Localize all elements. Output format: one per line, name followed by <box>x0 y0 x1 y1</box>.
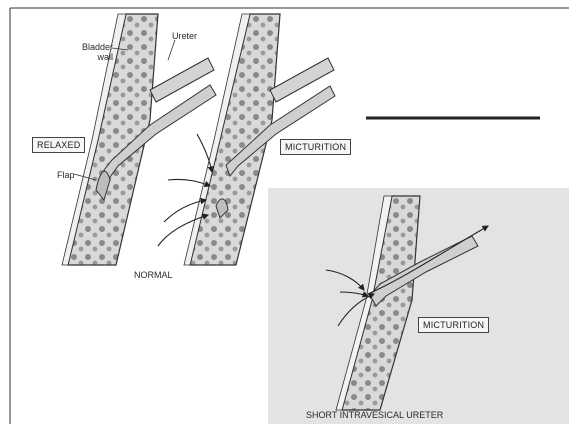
flap-label: Flap <box>57 170 75 180</box>
ureter-label: Ureter <box>172 31 197 41</box>
micturition-label-inset: MICTURITION <box>418 317 489 333</box>
bladder-wall-label: Bladder wall <box>82 42 113 62</box>
micturition-label-top: MICTURITION <box>280 139 351 155</box>
relaxed-label: RELAXED <box>32 137 85 153</box>
ureter-leader <box>168 40 175 60</box>
pressure-arrow <box>326 270 364 290</box>
normal-label: NORMAL <box>134 270 173 280</box>
short-intravesical-ureter-label: SHORT INTRAVESICAL URETER <box>306 410 443 420</box>
pressure-arrow <box>340 292 368 296</box>
short-ureter-panel <box>336 196 478 410</box>
